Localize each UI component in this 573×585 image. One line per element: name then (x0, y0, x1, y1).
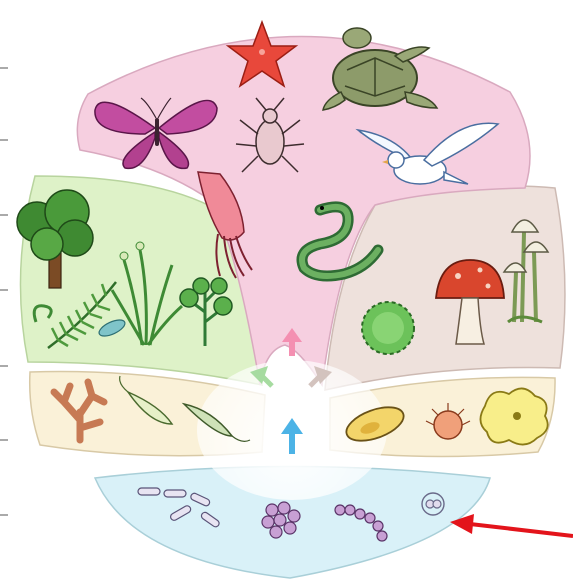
mold-icon (362, 302, 414, 354)
pointer-arrow (450, 514, 573, 536)
amoeba-icon (480, 388, 547, 444)
margin-ticks (0, 68, 8, 515)
